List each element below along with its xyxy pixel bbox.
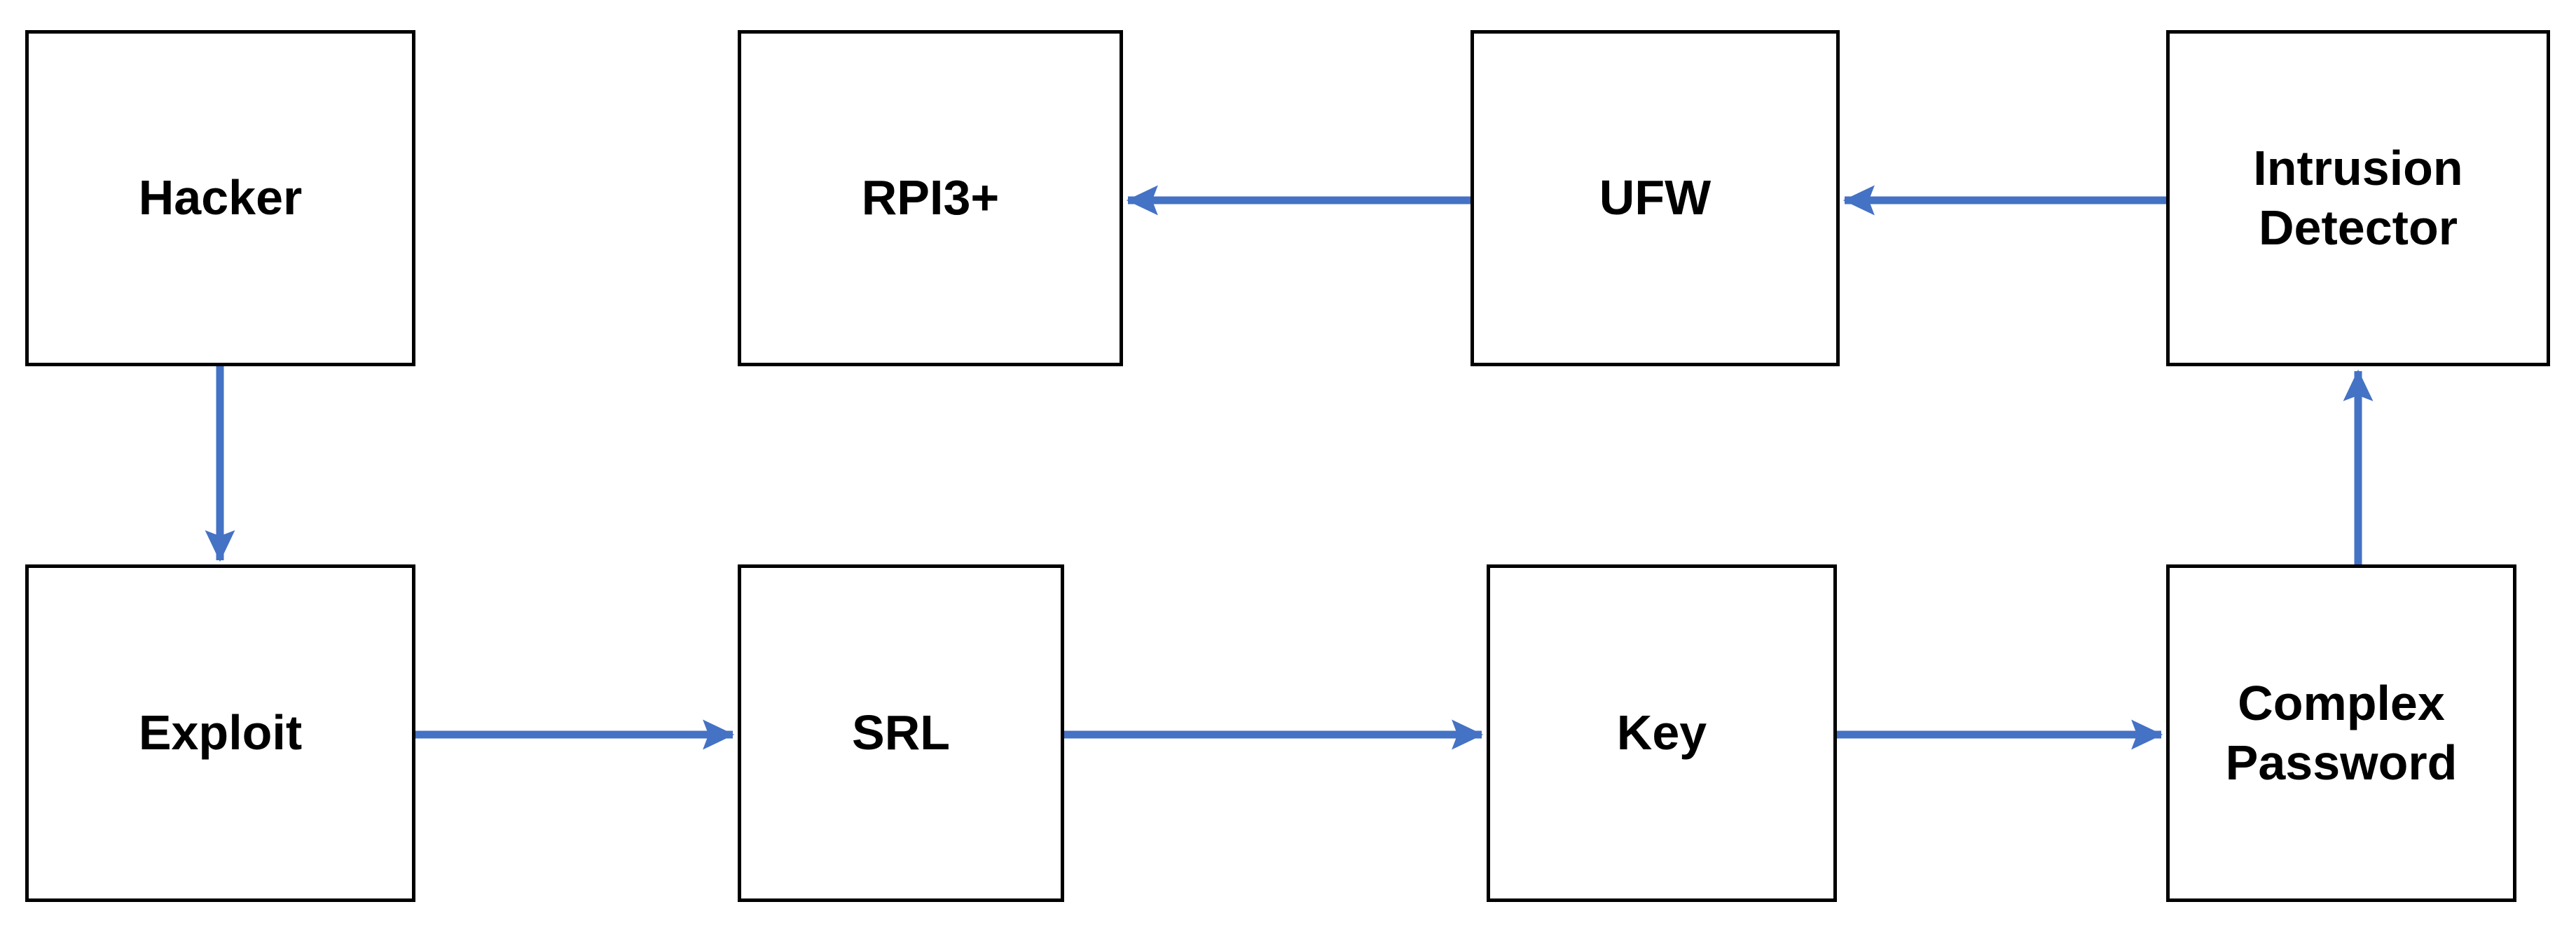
node-srl[interactable]: SRL: [738, 564, 1064, 902]
node-srl-label: SRL: [852, 705, 950, 761]
node-rpi3plus[interactable]: RPI3+: [738, 30, 1123, 366]
node-ufw[interactable]: UFW: [1470, 30, 1840, 366]
node-complex-password[interactable]: Complex Password: [2166, 564, 2516, 902]
node-ufw-label: UFW: [1599, 170, 1711, 225]
node-hacker-label: Hacker: [138, 170, 303, 225]
node-key[interactable]: Key: [1487, 564, 1837, 902]
node-complex-password-label: Complex Password: [2225, 675, 2458, 790]
node-exploit-label: Exploit: [138, 705, 303, 761]
node-key-label: Key: [1616, 705, 1707, 761]
node-intrusion-detector-label: Intrusion Detector: [2253, 140, 2463, 255]
node-exploit[interactable]: Exploit: [25, 564, 415, 902]
node-intrusion-detector[interactable]: Intrusion Detector: [2166, 30, 2550, 366]
node-hacker[interactable]: Hacker: [25, 30, 415, 366]
node-rpi3plus-label: RPI3+: [861, 170, 1000, 225]
